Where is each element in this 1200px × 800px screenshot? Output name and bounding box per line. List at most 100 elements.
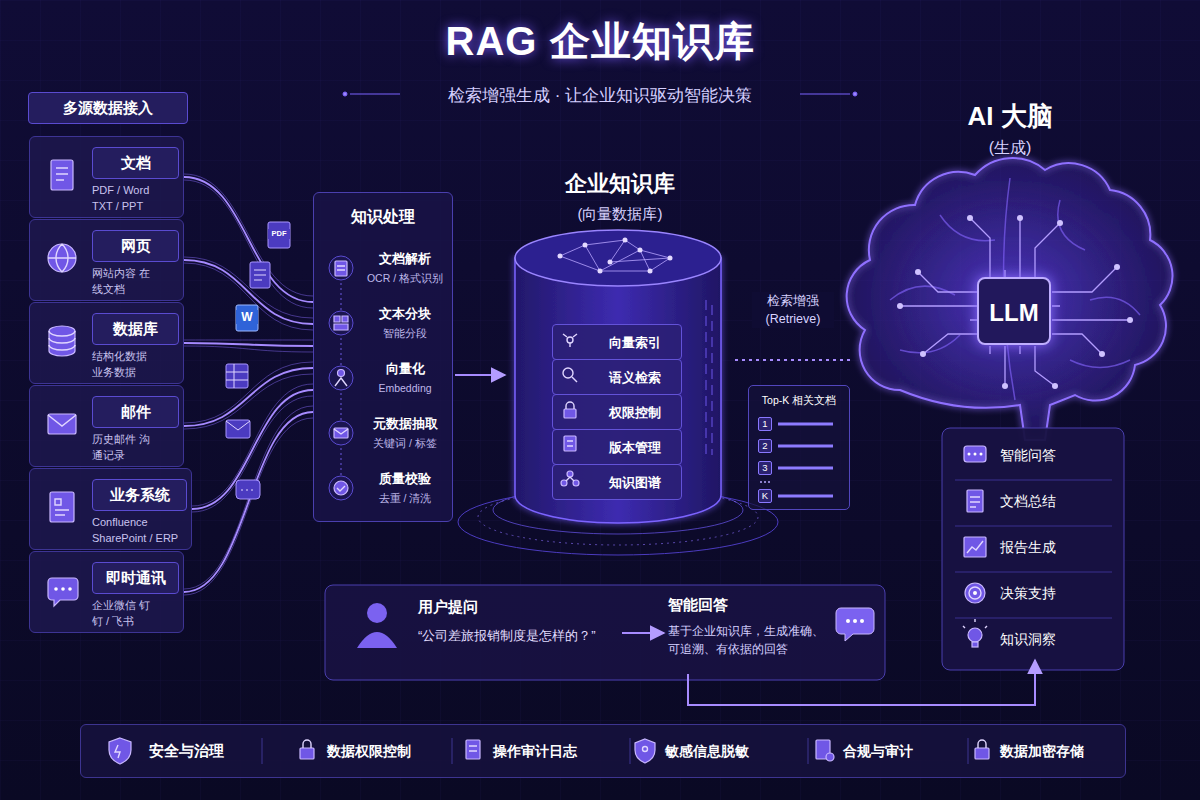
connector bbox=[735, 360, 850, 361]
connector-line bbox=[735, 359, 850, 361]
qa-icon bbox=[853, 619, 857, 623]
output-item: 文档总结 bbox=[1000, 482, 1115, 520]
subtitle: 检索增强生成 · 让企业知识驱动智能决策 bbox=[0, 84, 1200, 107]
connector-strand bbox=[184, 374, 313, 429]
rank-badge: 2 bbox=[758, 439, 772, 453]
user-question: 用户提问“公司差旅报销制度是怎样的？” bbox=[418, 598, 618, 668]
source-box-title: 数据库 bbox=[92, 313, 179, 345]
output-icon bbox=[972, 642, 978, 647]
topk-list-mark bbox=[768, 481, 770, 483]
source-box: 业务系统Confluence SharePoint / ERP bbox=[29, 468, 192, 550]
source-icon bbox=[48, 244, 76, 272]
source-icon bbox=[54, 587, 72, 591]
connector-strand bbox=[184, 180, 313, 308]
subtitle-ornament bbox=[343, 92, 857, 96]
process-icon bbox=[334, 429, 348, 434]
process-step-title: 文档解析 bbox=[360, 250, 450, 268]
panel-frame bbox=[942, 428, 1124, 670]
output-icon bbox=[967, 490, 983, 512]
process-icon bbox=[337, 266, 345, 270]
connector-line bbox=[184, 260, 313, 324]
process-icon bbox=[335, 378, 347, 386]
brain-outline bbox=[1017, 215, 1023, 221]
source-icon bbox=[50, 492, 74, 522]
connector-strand bbox=[184, 257, 313, 318]
source-box-text: 历史邮件 沟通记录 bbox=[92, 432, 158, 464]
output-icon bbox=[973, 591, 977, 595]
file-tag: PDF bbox=[268, 229, 290, 239]
process-step-title: 文本分块 bbox=[360, 305, 450, 323]
process-step-title: 质量校验 bbox=[360, 470, 450, 488]
process-box: 文档解析OCR / 格式识别文本分块智能分段向量化Embedding元数据抽取关… bbox=[313, 192, 453, 522]
output-item-title: 决策支持 bbox=[1000, 574, 1115, 612]
source-icon bbox=[61, 587, 65, 591]
topk-list-mark bbox=[760, 481, 762, 483]
process-step: 文本分块智能分段 bbox=[360, 300, 450, 346]
governance-item: 敏感信息脱敏 bbox=[665, 725, 785, 777]
governance-icon bbox=[109, 738, 131, 764]
governance-item-title: 数据权限控制 bbox=[327, 726, 411, 778]
database-cylinder bbox=[560, 240, 670, 271]
llm-chip-title: LLM bbox=[989, 299, 1038, 327]
process-step: 文档解析OCR / 格式识别 bbox=[360, 245, 450, 291]
database-feature-title: 知识图谱 bbox=[589, 469, 681, 497]
database-cylinder bbox=[623, 238, 628, 243]
brain-outline bbox=[1002, 383, 1008, 389]
output-item: 智能问答 bbox=[1000, 436, 1115, 474]
file-tag: W bbox=[236, 310, 258, 324]
governance-icon bbox=[816, 740, 830, 759]
database-cylinder bbox=[648, 269, 653, 274]
subtitle-ornament bbox=[343, 92, 347, 96]
connector-strand bbox=[184, 346, 313, 352]
source-box: 网页网站内容 在线文档 bbox=[29, 219, 184, 301]
source-box: 即时通讯企业微信 钉钉 / 飞书 bbox=[29, 551, 184, 633]
governance-item: 数据权限控制 bbox=[327, 725, 447, 777]
flow-file-icon bbox=[241, 490, 255, 491]
source-panel: 文档PDF / Word TXT / PPT网页网站内容 在线文档数据库结构化数… bbox=[28, 92, 188, 634]
vector-database-title: 企业知识库 bbox=[505, 169, 735, 199]
governance-icon bbox=[643, 747, 648, 752]
connector-strand bbox=[184, 340, 313, 341]
process-icon bbox=[329, 366, 353, 390]
database-feature: 知识图谱 bbox=[552, 464, 682, 500]
output-icon bbox=[970, 497, 980, 507]
flow-file-icon bbox=[226, 364, 248, 388]
rank-badge-title: 2 bbox=[759, 440, 771, 452]
source-box-title: 文档 bbox=[92, 147, 179, 179]
brain-outline bbox=[847, 158, 1173, 440]
source-box: 文档PDF / Word TXT / PPT bbox=[29, 136, 184, 218]
llm-chip: LLM bbox=[977, 277, 1051, 345]
process-icon bbox=[335, 261, 347, 276]
source-icon bbox=[49, 326, 75, 356]
connector-strand bbox=[184, 418, 313, 595]
output-icon bbox=[974, 453, 977, 456]
governance-icon bbox=[300, 748, 314, 759]
flow-file-icon bbox=[236, 480, 260, 499]
brain-outline bbox=[1099, 351, 1105, 357]
smart-answer-text: 基于企业知识库，生成准确、可追溯、有依据的回答 bbox=[668, 622, 833, 658]
source-icon bbox=[48, 414, 76, 434]
output-icon bbox=[968, 628, 982, 642]
connector-line bbox=[184, 412, 313, 592]
governance-icon bbox=[826, 753, 834, 761]
governance-item-title: 数据加密存储 bbox=[1000, 726, 1084, 778]
database-feature-icon bbox=[561, 480, 567, 486]
source-box-title: 业务系统 bbox=[92, 479, 187, 511]
output-item-title: 智能问答 bbox=[1000, 436, 1115, 474]
source-box: 数据库结构化数据 业务数据 bbox=[29, 302, 184, 384]
output-icon bbox=[963, 446, 987, 647]
connector-strand bbox=[184, 406, 313, 589]
database-feature: 向量索引 bbox=[552, 324, 682, 360]
flow-file-icon bbox=[268, 222, 290, 248]
governance-icon bbox=[978, 740, 986, 748]
brain-outline bbox=[915, 269, 921, 275]
subtitle-ornament bbox=[853, 92, 857, 96]
source-icon bbox=[68, 587, 72, 591]
database-feature: 版本管理 bbox=[552, 429, 682, 465]
connector-line bbox=[455, 374, 505, 376]
connector-strand bbox=[184, 263, 313, 330]
qa-icon bbox=[357, 603, 874, 648]
process-step-text: Embedding bbox=[360, 382, 450, 394]
panel-frame bbox=[325, 585, 885, 680]
